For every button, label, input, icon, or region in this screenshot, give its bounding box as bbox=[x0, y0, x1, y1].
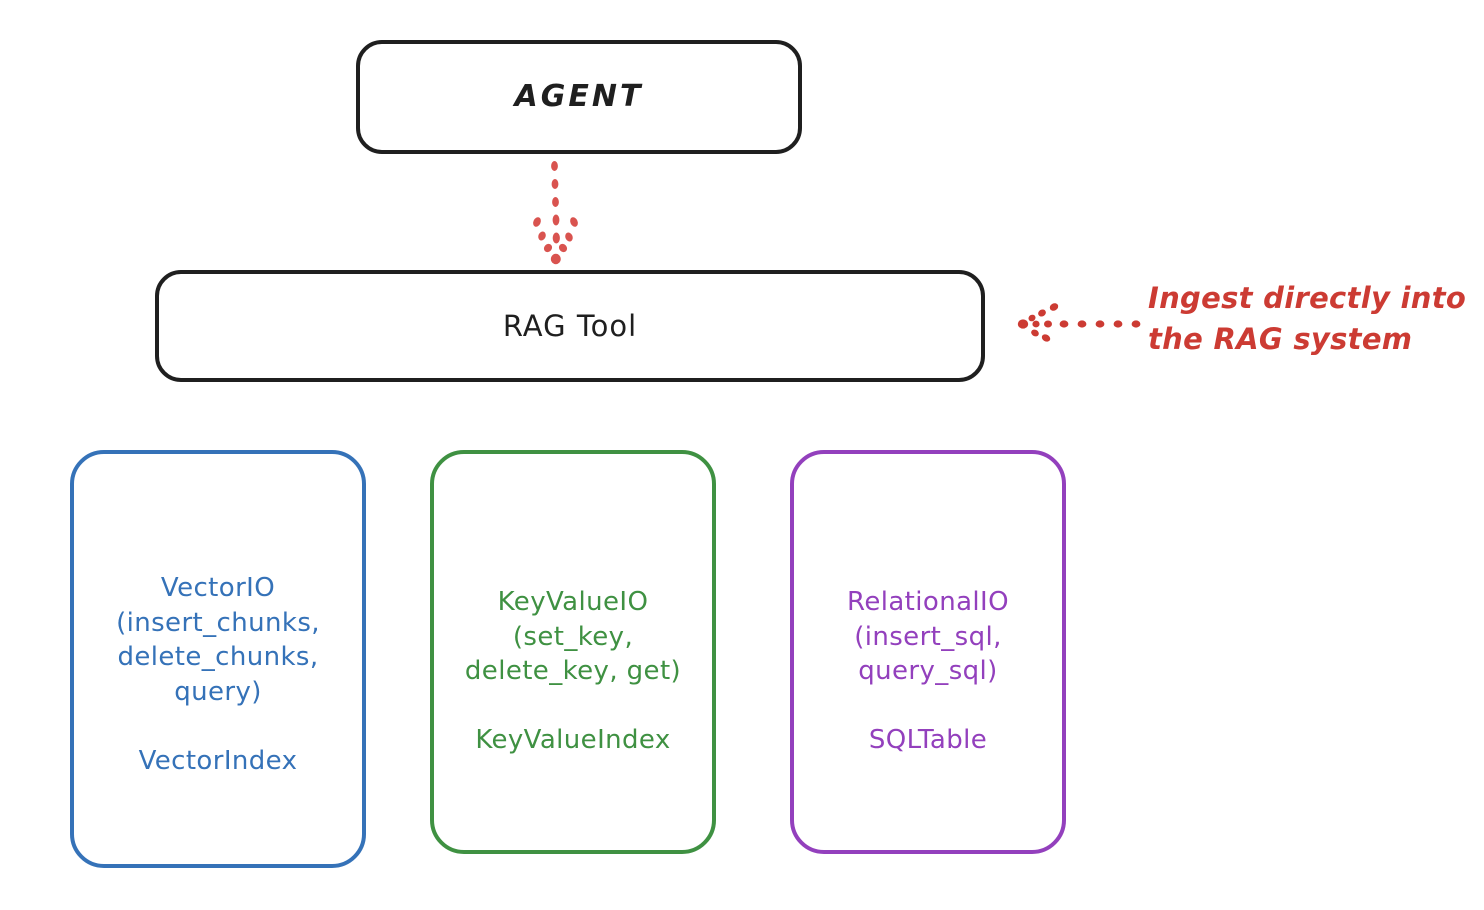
node-relational-io-text: RelationalIO (insert_sql, query_sql) SQL… bbox=[794, 550, 1062, 793]
node-relational-io-api-label: RelationalIO (insert_sql, query_sql) bbox=[847, 586, 1009, 687]
node-relational-io-index-label: SQLTable bbox=[868, 725, 988, 756]
annotation-ingest-directly: Ingest directly into the RAG system bbox=[1148, 281, 1467, 357]
node-vector-io-api-label: VectorIO (insert_chunks, delete_chunks, … bbox=[116, 572, 320, 708]
node-key-value-io-api-label: KeyValueIO (set_key, delete_key, get) bbox=[464, 586, 682, 687]
node-key-value-io-text: KeyValueIO (set_key, delete_key, get) Ke… bbox=[434, 550, 712, 793]
node-relational-io[interactable]: RelationalIO (insert_sql, query_sql) SQL… bbox=[790, 450, 1066, 854]
node-rag-tool[interactable]: RAG Tool bbox=[155, 270, 985, 382]
node-vector-io-text: VectorIO (insert_chunks, delete_chunks, … bbox=[74, 536, 362, 814]
edge-agent-to-rag-tool-arrow-icon bbox=[533, 161, 578, 265]
node-key-value-io[interactable]: KeyValueIO (set_key, delete_key, get) Ke… bbox=[430, 450, 716, 854]
edge-ingest-to-rag-tool-arrow-icon bbox=[1017, 303, 1141, 342]
node-vector-io-index-label: VectorIndex bbox=[138, 746, 298, 777]
node-agent-label: AGENT bbox=[514, 78, 644, 114]
node-rag-tool-label: RAG Tool bbox=[502, 308, 638, 343]
node-agent[interactable]: AGENT bbox=[356, 40, 802, 154]
node-vector-io[interactable]: VectorIO (insert_chunks, delete_chunks, … bbox=[70, 450, 366, 868]
node-key-value-io-index-label: KeyValueIndex bbox=[475, 725, 671, 756]
